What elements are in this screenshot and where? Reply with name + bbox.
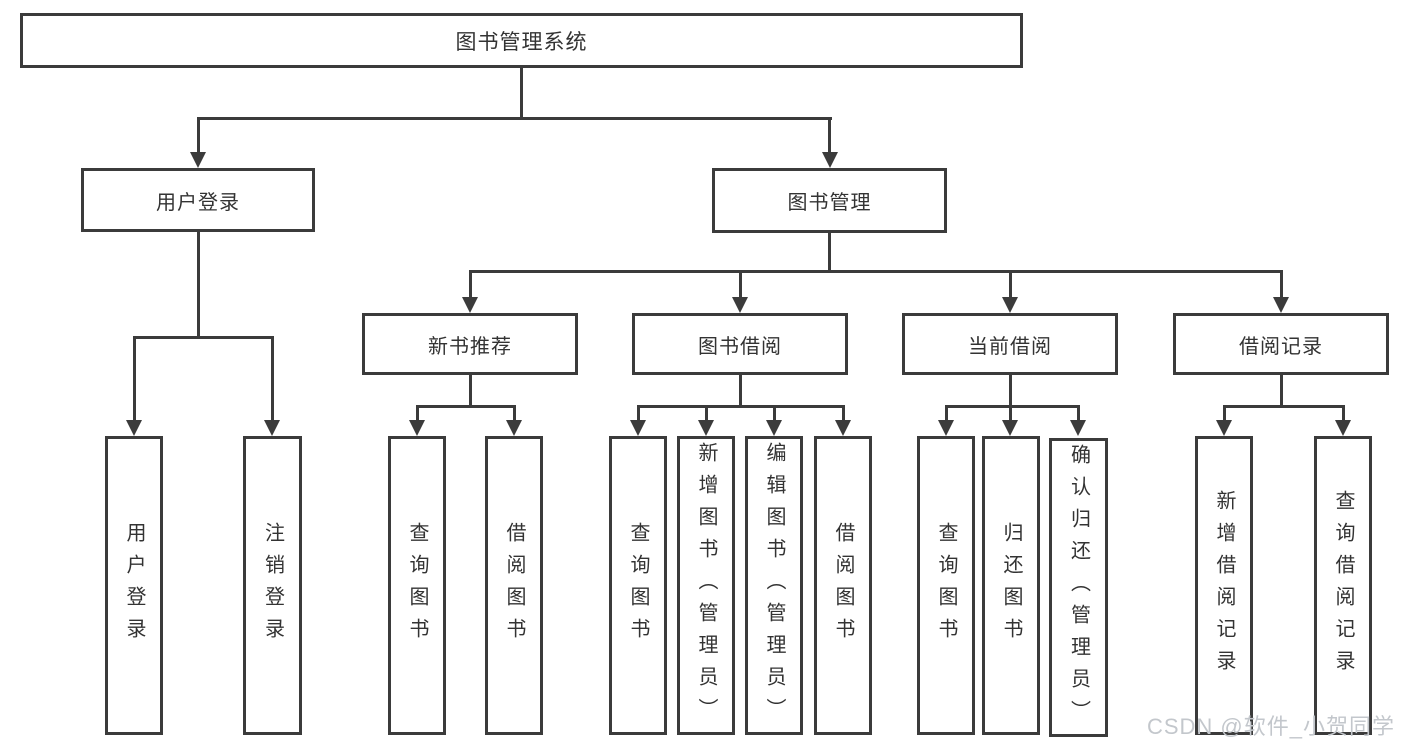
leaf-borrowing-query-book-label: 查询图书 [627,521,649,650]
node-borrowing-records: 借阅记录 [1173,313,1389,375]
connector-line [197,232,200,339]
node-user-login: 用户登录 [81,168,315,232]
connector-line [945,405,1080,408]
leaf-current-query-book-label: 查询图书 [935,521,957,650]
connector-line [416,405,419,422]
connector-line [520,68,523,118]
leaf-current-query-book: 查询图书 [917,436,975,735]
leaf-add-borrow-record-label: 新增借阅记录 [1213,489,1235,682]
leaf-recommend-query-book-label: 查询图书 [406,521,428,650]
arrowhead-icon [462,297,478,313]
connector-line [637,405,845,408]
arrowhead-icon [766,420,782,436]
arrowhead-icon [1335,420,1351,436]
leaf-borrowing-borrow-book-label: 借阅图书 [832,521,854,650]
node-user-login-label: 用户登录 [156,191,240,214]
connector-line [1342,405,1345,422]
arrowhead-icon [126,420,142,436]
leaf-recommend-borrow-book: 借阅图书 [485,436,543,735]
leaf-query-borrow-record: 查询借阅记录 [1314,436,1372,735]
connector-line [469,375,472,407]
leaf-add-book-admin-label: 新增图书（管理员） [695,441,717,730]
leaf-confirm-return-admin: 确认归还（管理员） [1049,438,1108,737]
leaf-edit-book-admin: 编辑图书（管理员） [745,436,803,735]
arrowhead-icon [1216,420,1232,436]
node-book-management: 图书管理 [712,168,947,233]
leaf-add-book-admin: 新增图书（管理员） [677,436,735,735]
connector-line [773,405,776,422]
connector-line [271,336,274,422]
leaf-return-book-label: 归还图书 [1000,521,1022,650]
arrowhead-icon [1002,297,1018,313]
node-root: 图书管理系统 [20,13,1023,68]
arrowhead-icon [1273,297,1289,313]
leaf-logout-label: 注销登录 [261,521,284,650]
arrowhead-icon [264,420,280,436]
connector-line [197,117,832,120]
arrowhead-icon [190,152,206,168]
arrowhead-icon [698,420,714,436]
connector-line [1280,270,1283,298]
connector-line [945,405,948,422]
connector-line [842,405,845,422]
leaf-confirm-return-admin-label: 确认归还（管理员） [1067,443,1090,732]
leaf-recommend-query-book: 查询图书 [388,436,446,735]
connector-line [1280,375,1283,407]
leaf-logout: 注销登录 [243,436,302,735]
connector-line [739,375,742,407]
connector-line [828,117,831,153]
connector-line [416,405,516,408]
leaf-borrowing-query-book: 查询图书 [609,436,667,735]
arrowhead-icon [506,420,522,436]
arrowhead-icon [835,420,851,436]
leaf-query-borrow-record-label: 查询借阅记录 [1332,489,1354,682]
leaf-user-login-label: 用户登录 [123,521,145,650]
arrowhead-icon [1070,420,1086,436]
node-borrowing-records-label: 借阅记录 [1239,335,1323,358]
leaf-borrowing-borrow-book: 借阅图书 [814,436,872,735]
connector-line [133,336,274,339]
connector-line [1009,405,1012,422]
connector-line [637,405,640,422]
connector-line [469,270,1283,273]
connector-line [1223,405,1226,422]
node-book-management-label: 图书管理 [787,192,872,214]
arrowhead-icon [938,420,954,436]
leaf-return-book: 归还图书 [982,436,1040,735]
node-current-borrowing: 当前借阅 [902,313,1118,375]
connector-line [197,117,200,153]
node-current-borrowing-label: 当前借阅 [968,335,1052,358]
connector-line [705,405,708,422]
arrowhead-icon [822,152,838,168]
leaf-user-login: 用户登录 [105,436,163,735]
node-book-borrowing-label: 图书借阅 [698,335,782,358]
arrowhead-icon [1002,420,1018,436]
connector-line [739,270,742,298]
connector-line [828,233,831,273]
node-new-book-recommend-label: 新书推荐 [428,335,512,358]
leaf-add-borrow-record: 新增借阅记录 [1195,436,1253,735]
leaf-edit-book-admin-label: 编辑图书（管理员） [763,441,785,730]
connector-line [1009,375,1012,407]
connector-line [1009,270,1012,298]
connector-line [1077,405,1080,422]
node-book-borrowing: 图书借阅 [632,313,848,375]
connector-line [469,270,472,298]
arrowhead-icon [409,420,425,436]
arrowhead-icon [732,297,748,313]
connector-line [1223,405,1345,408]
connector-line [513,405,516,422]
node-root-label: 图书管理系统 [455,30,588,54]
leaf-recommend-borrow-book-label: 借阅图书 [503,521,525,650]
arrowhead-icon [630,420,646,436]
connector-line [133,336,136,422]
node-new-book-recommend: 新书推荐 [362,313,578,375]
